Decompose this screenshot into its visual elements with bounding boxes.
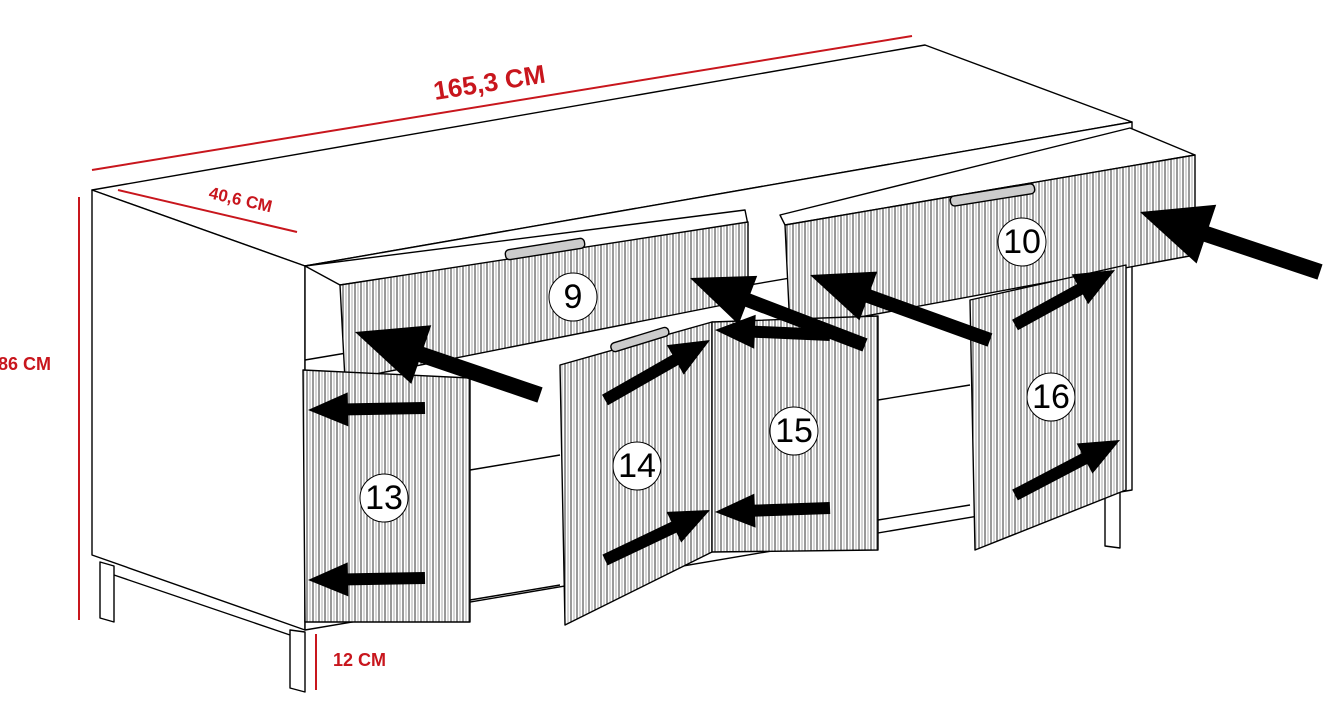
direction-arrow <box>602 340 710 406</box>
drawer-10-handle <box>949 183 1036 207</box>
leg <box>99 561 115 623</box>
drawer-9-handle <box>504 237 586 261</box>
direction-arrow <box>1140 204 1323 280</box>
direction-arrow <box>308 562 426 597</box>
leg-height-dimension: 12 CM <box>333 650 386 670</box>
label-15: 15 <box>769 406 819 456</box>
direction-arrow <box>690 275 868 352</box>
label-9-text: 9 <box>564 278 583 316</box>
label-13: 13 <box>359 473 409 523</box>
label-9: 9 <box>548 272 598 322</box>
label-14: 14 <box>612 441 662 491</box>
direction-arrow <box>715 493 831 528</box>
direction-arrow <box>1012 270 1115 331</box>
inner-shelf <box>469 454 561 471</box>
label-15-text: 15 <box>775 412 813 450</box>
label-14-text: 14 <box>618 447 656 485</box>
label-16: 16 <box>1026 372 1076 422</box>
label-10-text: 10 <box>1003 223 1041 261</box>
label-10: 10 <box>997 217 1047 267</box>
direction-arrow <box>715 314 831 349</box>
label-16-text: 16 <box>1032 378 1070 416</box>
direction-arrow <box>810 271 993 347</box>
leg <box>289 629 306 693</box>
direction-arrow <box>602 510 710 566</box>
direction-arrow <box>308 392 426 427</box>
door-14-handle <box>610 326 670 353</box>
cabinet-left-side <box>91 189 306 631</box>
direction-arrow <box>355 325 543 403</box>
dimension-lines <box>78 35 913 690</box>
label-13-text: 13 <box>365 479 403 517</box>
height-dimension: 86 CM <box>0 354 51 374</box>
direction-arrow <box>1012 440 1120 501</box>
arrows <box>308 204 1323 597</box>
